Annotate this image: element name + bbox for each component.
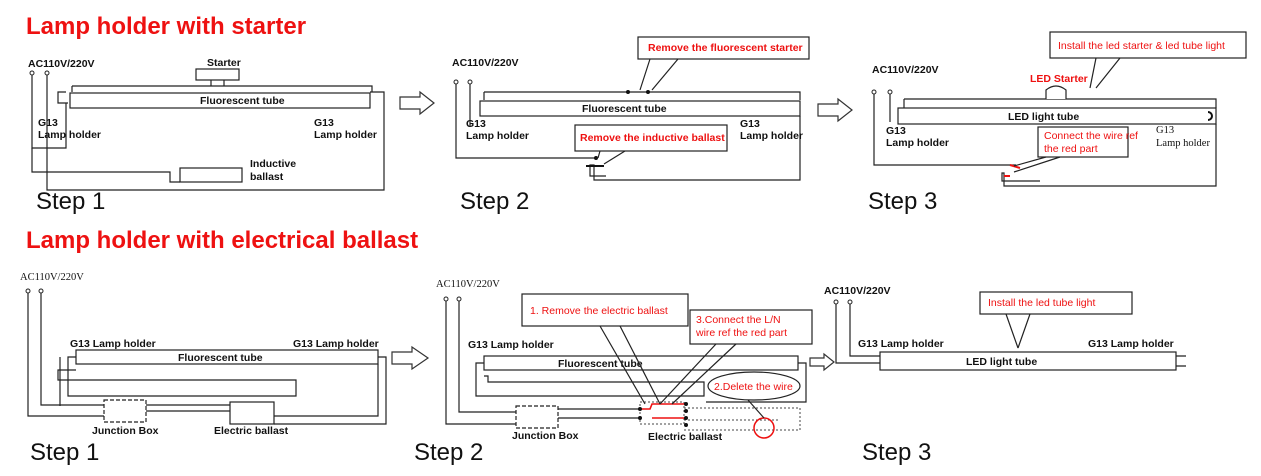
- junction-box-label: Junction Box: [512, 430, 579, 442]
- ac-label: AC110V/220V: [452, 57, 519, 69]
- lamp-holder-right: Lamp holder: [740, 130, 803, 142]
- starter-label: Starter: [207, 57, 241, 69]
- g13-left: G13: [886, 125, 906, 137]
- callout-delete-wire: [707, 371, 801, 401]
- led-tube-label: LED light tube: [1008, 111, 1079, 123]
- led-tube-label: LED light tube: [966, 356, 1037, 368]
- lamp-holder-left: Lamp holder: [466, 130, 529, 142]
- top-step3-diagram: AC110V/220V LED Starter LED light tube G…: [871, 31, 1247, 187]
- electric-ballast-box: [229, 401, 275, 425]
- title-starter: Lamp holder with starter: [26, 13, 306, 40]
- top-step2-diagram: AC110V/220V Fluorescent tube G13 Lamp ho…: [452, 36, 810, 181]
- ac-label: AC110V/220V: [436, 279, 500, 290]
- bottom-step2-diagram: AC110V/220V G13 Lamp holder Fluorescent …: [436, 279, 813, 443]
- bottom-step1-diagram: AC110V/220V G13 Lamp holder G13 Lamp hol…: [20, 272, 387, 437]
- callout-install-starter-tube-text: Install the led starter & led tube light: [1058, 40, 1225, 52]
- bottom-step1-label: Step 1: [30, 439, 99, 466]
- lamp-holder-left: Lamp holder: [886, 137, 949, 149]
- callout-install-starter-tube: [1049, 31, 1247, 59]
- callout-install-led-tube-text: Install the led tube light: [988, 297, 1095, 309]
- arrow-icon: [809, 352, 835, 372]
- lamp-holder-left: Lamp holder: [38, 129, 101, 141]
- callout-connect-wire: [1037, 126, 1129, 158]
- callout-remove-electric-ballast-text: 1. Remove the electric ballast: [530, 305, 668, 317]
- electric-ballast-label: Electric ballast: [648, 431, 723, 443]
- g13-left: G13: [466, 118, 486, 130]
- junction-box-label: Junction Box: [92, 425, 159, 437]
- g13-right: G13: [314, 117, 334, 129]
- callout-remove-starter-text: Remove the fluorescent starter: [648, 42, 803, 54]
- inductive-label: Inductive: [250, 158, 296, 170]
- ac-label: AC110V/220V: [20, 272, 84, 283]
- led-tube: [879, 351, 1177, 371]
- g13-lamp-holder-left: G13 Lamp holder: [858, 338, 944, 350]
- deleted-wire-marker: [753, 417, 775, 439]
- callout-remove-inductive: [574, 124, 728, 152]
- g13-lamp-holder-right: G13 Lamp holder: [1088, 338, 1174, 350]
- arrow-icon: [391, 345, 430, 371]
- callout-remove-electric-ballast: [521, 293, 689, 327]
- bottom-step2-label: Step 2: [414, 439, 483, 466]
- callout-connect-wire-line1: Connect the wire ref: [1044, 130, 1138, 142]
- g13-left: G13: [38, 117, 58, 129]
- bottom-step3-label: Step 3: [862, 439, 931, 466]
- lamp-holder-right: Lamp holder: [314, 129, 377, 141]
- junction-box: [103, 399, 147, 423]
- callout-remove-starter: [637, 36, 810, 60]
- junction-box: [515, 405, 559, 429]
- callout-connect-ln-line2: wire ref the red part: [695, 327, 787, 339]
- g13-lamp-holder-left: G13 Lamp holder: [468, 339, 554, 351]
- callout-install-led-tube: [979, 291, 1133, 315]
- callout-connect-ln-line1: 3.Connect the L/N: [696, 314, 781, 326]
- g13-right: G13: [1156, 125, 1174, 136]
- led-starter-label: LED Starter: [1030, 73, 1088, 85]
- g13-right: G13: [740, 118, 760, 130]
- electric-ballast-label: Electric ballast: [214, 425, 289, 437]
- ac-label: AC110V/220V: [28, 58, 95, 70]
- ac-label: AC110V/220V: [872, 64, 939, 76]
- inductive-ballast-box: [179, 167, 243, 183]
- fluorescent-tube: [69, 92, 371, 109]
- tube-label: Fluorescent tube: [200, 95, 285, 107]
- lamp-holder-right: Lamp holder: [1156, 138, 1210, 149]
- tube-label: Fluorescent tube: [178, 352, 263, 364]
- bottom-step3-diagram: AC110V/220V G13 Lamp holder G13 Lamp hol…: [824, 285, 1186, 371]
- top-step1-label: Step 1: [36, 188, 105, 215]
- g13-lamp-holder-left: G13 Lamp holder: [70, 338, 156, 350]
- tube-label: Fluorescent tube: [582, 103, 667, 115]
- callout-connect-ln: [689, 309, 813, 345]
- starter-box: [195, 68, 240, 81]
- tube-label: Fluorescent tube: [558, 358, 643, 370]
- callout-remove-inductive-text: Remove the inductive ballast: [580, 132, 725, 144]
- ac-label: AC110V/220V: [824, 285, 891, 297]
- top-step1-diagram: AC110V/220V Starter Fluorescent tube G13…: [28, 57, 385, 191]
- ballast-label: ballast: [250, 171, 284, 183]
- led-tube: [897, 107, 1217, 125]
- g13-lamp-holder-right: G13 Lamp holder: [293, 338, 379, 350]
- callout-delete-wire-text: 2.Delete the wire: [714, 381, 793, 393]
- arrow-icon: [399, 90, 435, 116]
- electric-ballast-removed: [639, 401, 685, 425]
- callout-connect-wire-line2: the red part: [1044, 143, 1098, 155]
- led-starter-icon: [1045, 85, 1067, 99]
- fluorescent-tube: [479, 100, 801, 117]
- top-step3-label: Step 3: [868, 188, 937, 215]
- arrow-icon: [817, 97, 853, 123]
- top-step2-label: Step 2: [460, 188, 529, 215]
- title-electrical-ballast: Lamp holder with electrical ballast: [26, 227, 418, 254]
